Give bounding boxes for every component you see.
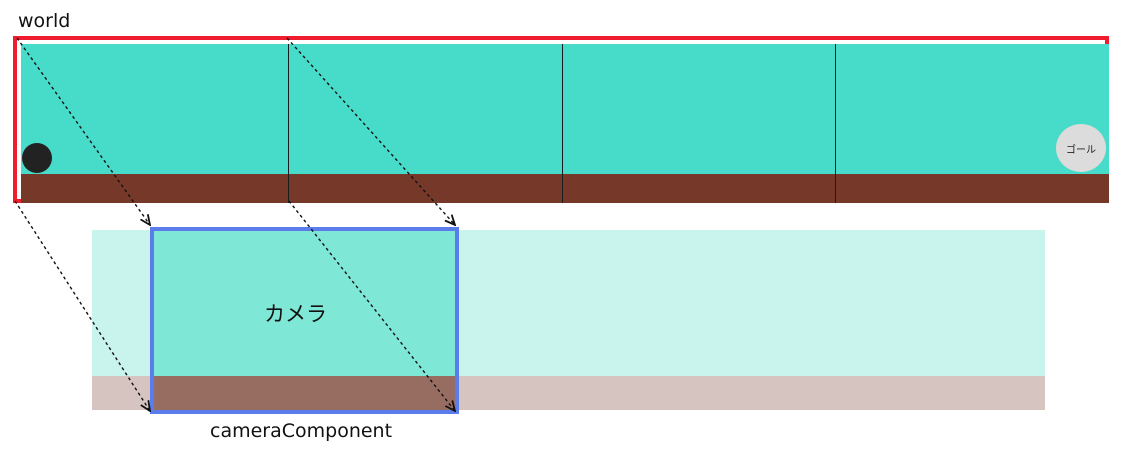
camera-viewport — [150, 227, 459, 414]
projection-arrow — [288, 200, 455, 411]
world-section-divider — [562, 44, 563, 203]
camera-component-label: cameraComponent — [210, 420, 393, 442]
camera-viewport-ground — [154, 376, 455, 410]
camera-label: カメラ — [264, 302, 327, 326]
goal-label: ゴール — [1066, 144, 1096, 156]
world-section-divider — [288, 44, 289, 203]
world-section-divider — [835, 44, 836, 203]
projection-arrow — [286, 37, 455, 225]
world-frame — [13, 36, 1109, 203]
projection-arrow — [14, 200, 150, 411]
projection-arrow — [16, 37, 150, 225]
goal-circle-icon: ゴール — [1056, 124, 1106, 172]
world-label: world — [18, 10, 71, 32]
player-circle-icon — [22, 143, 52, 173]
world-ground — [21, 174, 1109, 203]
world-sky — [21, 44, 1109, 174]
